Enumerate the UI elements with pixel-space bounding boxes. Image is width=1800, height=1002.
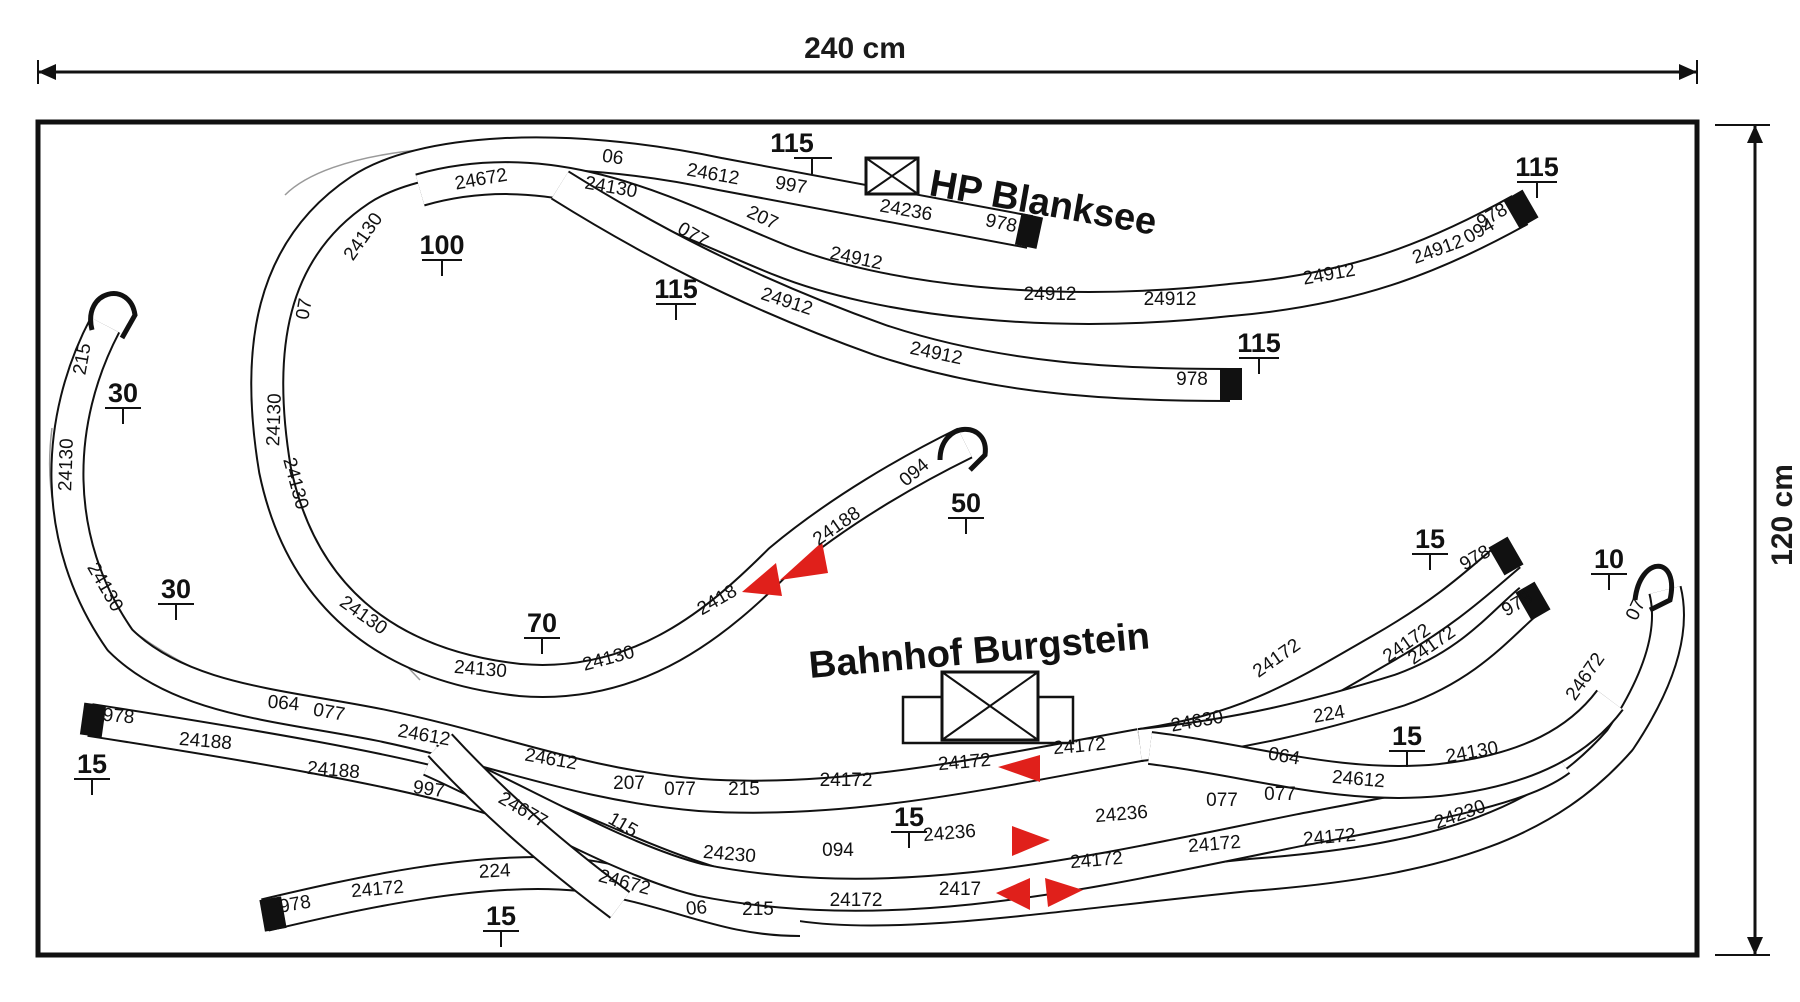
signal-marker [996, 878, 1030, 910]
loop-end [1632, 563, 1675, 613]
track-piece-number: 07 [292, 297, 316, 321]
buffer-stop [1515, 581, 1551, 621]
height-marker: 115 [770, 128, 832, 174]
buffer-stop [1488, 536, 1524, 576]
track-piece-number: 24130 [55, 438, 78, 492]
track-piece-number: 24130 [453, 657, 507, 683]
buffer-stop [1220, 368, 1242, 400]
track-piece-number: 24188 [306, 758, 360, 784]
track-network [50, 136, 1685, 937]
svg-text:115: 115 [1237, 328, 1281, 358]
height-marker: 30 [105, 378, 141, 424]
track-piece-number: 077 [1206, 790, 1238, 811]
track-piece-number: 207 [613, 773, 645, 794]
height-marker: 70 [524, 608, 560, 654]
buffer-stop [1014, 213, 1044, 249]
track-piece-number: 24912 [1024, 284, 1077, 305]
loop-end [937, 426, 988, 472]
signal-marker [780, 542, 828, 580]
height-marker: 50 [948, 488, 984, 534]
svg-text:115: 115 [770, 128, 814, 158]
track-piece-number: 24172 [820, 770, 873, 791]
width-label: 240 cm [804, 32, 906, 65]
height-marker: 30 [158, 574, 194, 620]
track-piece-number: 24236 [1094, 802, 1148, 828]
track-piece-number: 24172 [1187, 832, 1241, 858]
svg-text:15: 15 [1392, 721, 1422, 751]
height-marker: 15 [1389, 721, 1425, 767]
track-piece-number: 224 [478, 860, 511, 883]
height-dimension: 120 cm [1715, 124, 1799, 956]
track-piece-number: 978 [1176, 369, 1208, 390]
svg-text:15: 15 [77, 749, 107, 779]
buffer-stop [79, 702, 107, 738]
track-piece-number: 24172 [830, 890, 883, 911]
svg-text:10: 10 [1594, 544, 1624, 574]
track-piece-number: 24130 [263, 393, 286, 447]
height-marker: 10 [1591, 544, 1627, 590]
svg-text:15: 15 [894, 802, 924, 832]
track-piece-number: 24236 [922, 821, 976, 847]
signals [742, 542, 1083, 910]
width-dimension: 240 cm [37, 32, 1698, 84]
track-piece-number: 215 [728, 779, 760, 800]
loop-end [88, 291, 138, 340]
svg-text:30: 30 [108, 378, 138, 408]
track-piece-number: 24188 [178, 729, 232, 755]
svg-text:30: 30 [161, 574, 191, 604]
height-markers: 115 115 115 100 115 30 30 50 70 15 15 10… [74, 128, 1627, 947]
track-piece-number: 24172 [937, 750, 991, 776]
track-piece-number: 06 [601, 146, 625, 170]
height-marker: 115 [654, 274, 698, 320]
signal-marker [998, 755, 1040, 782]
height-marker: 15 [891, 802, 927, 848]
buffer-stops [79, 189, 1675, 932]
track-piece-number: 064 [267, 692, 301, 716]
svg-text:15: 15 [486, 901, 516, 931]
track-piece-number: 24172 [1302, 825, 1356, 851]
buffer-stop [259, 896, 287, 932]
svg-text:70: 70 [527, 608, 557, 638]
track-piece-number: 06 [685, 897, 708, 920]
height-marker: 15 [1412, 524, 1448, 570]
track-piece-number: 24172 [1052, 734, 1106, 760]
track-piece-number: 978 [102, 705, 135, 729]
height-marker: 115 [1515, 152, 1559, 198]
svg-text:115: 115 [654, 274, 698, 304]
height-marker: 115 [1237, 328, 1281, 374]
svg-text:100: 100 [419, 230, 464, 260]
svg-text:50: 50 [951, 488, 981, 518]
track-piece-number: 077 [664, 779, 696, 800]
track-piece-number: 24612 [1331, 767, 1385, 793]
track-piece-number: 24172 [1069, 848, 1123, 874]
track-piece-number: 24230 [702, 842, 756, 868]
track-piece-number: 2417 [939, 879, 981, 900]
height-label: 120 cm [1766, 464, 1799, 566]
signal-marker [742, 563, 782, 596]
track-piece-number: 997 [412, 777, 446, 802]
height-marker: 15 [483, 901, 519, 947]
track-piece-number: 077 [1264, 784, 1296, 805]
signal-marker [1045, 878, 1083, 907]
station-building-burgstein [901, 670, 1075, 745]
height-marker: 100 [419, 230, 465, 276]
track-piece-number: 24912 [1144, 289, 1197, 310]
track-piece-number: 215 [742, 899, 774, 920]
svg-text:15: 15 [1415, 524, 1445, 554]
svg-text:115: 115 [1515, 152, 1559, 182]
station-building-blanksee [864, 156, 920, 196]
buffer-stop [1503, 189, 1539, 229]
height-marker: 15 [74, 749, 110, 795]
track-piece-number: 094 [822, 840, 854, 861]
signal-marker [1012, 826, 1050, 856]
track-piece-number: 24172 [350, 877, 404, 903]
